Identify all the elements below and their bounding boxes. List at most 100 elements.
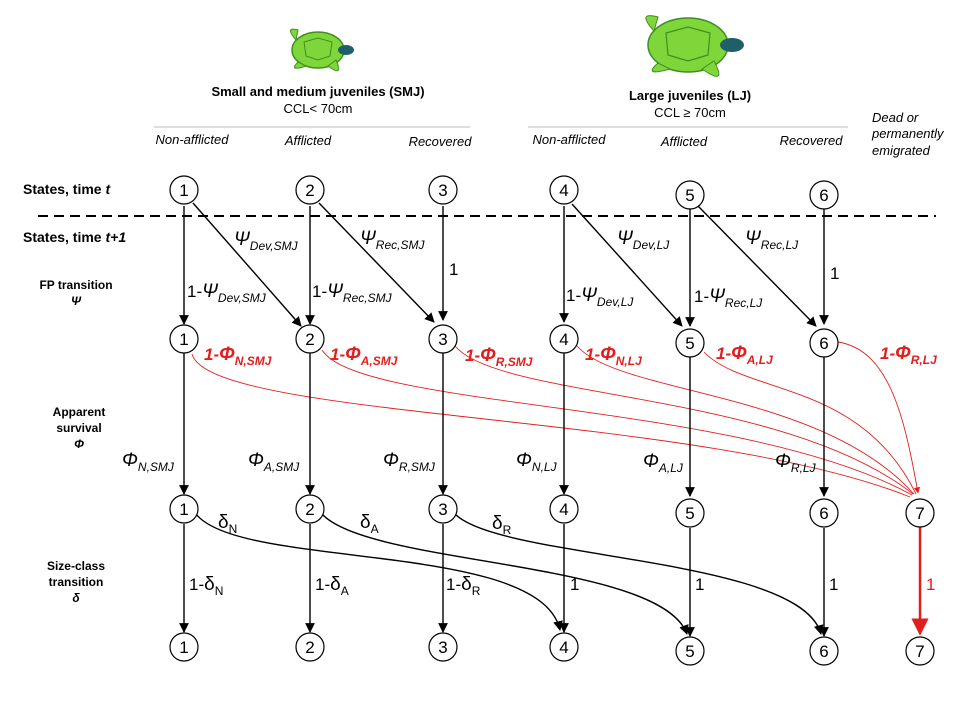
state-node-row1-4: 4 xyxy=(549,175,579,205)
group-title-smj: Small and medium juveniles (SMJ) xyxy=(211,84,424,99)
label-psi-dev-lj: ΨDev,LJ xyxy=(617,228,670,252)
state-node-circle xyxy=(809,636,839,666)
state-node-label: 4 xyxy=(559,330,568,349)
state-node-circle xyxy=(295,324,325,354)
state-node-circle xyxy=(549,175,579,205)
label-psi-rec-smj: ΨRec,SMJ xyxy=(360,228,425,252)
label-one-c4: 1 xyxy=(570,575,579,594)
label-one-c7: 1 xyxy=(926,575,935,594)
state-node-row3-2: 2 xyxy=(295,494,325,524)
label-one-c5: 1 xyxy=(695,575,704,594)
state-node-label: 3 xyxy=(438,500,447,519)
state-node-circle xyxy=(809,498,839,528)
row-label-size-2: transition xyxy=(49,575,104,589)
state-node-circle xyxy=(428,494,458,524)
state-node-label: 4 xyxy=(559,638,568,657)
state-node-circle xyxy=(295,175,325,205)
state-node-row1-3: 3 xyxy=(428,175,458,205)
state-node-circle xyxy=(905,498,935,528)
label-death-n-lj: 1-ΦN,LJ xyxy=(585,344,642,368)
label-one-c6: 1 xyxy=(830,264,839,283)
fp-arrow-4-5 xyxy=(571,203,683,327)
column-header-c7-line3: emigrated xyxy=(872,143,931,158)
state-node-row4-4: 4 xyxy=(549,632,579,662)
column-header-c3: Recovered xyxy=(409,134,473,149)
state-node-row2-1: 1 xyxy=(169,324,199,354)
state-node-label: 4 xyxy=(559,500,568,519)
turtle-icon-small xyxy=(290,28,354,72)
label-phi-a-smj: ΦA,SMJ xyxy=(248,450,300,474)
fp-arrow-5-6 xyxy=(697,205,817,327)
fp-transitions xyxy=(179,202,829,327)
death-curve-c2 xyxy=(321,349,913,496)
label-one-m-delta-n: 1-δN xyxy=(189,574,223,598)
label-phi-r-smj: ΦR,SMJ xyxy=(383,450,436,474)
state-node-label: 1 xyxy=(179,181,188,200)
state-node-circle xyxy=(809,180,839,210)
label-one-m-psi-rec-smj: 1-ΨRec,SMJ xyxy=(312,281,393,305)
death-curve-c6 xyxy=(837,341,921,494)
state-node-circle xyxy=(549,324,579,354)
state-node-label: 2 xyxy=(305,638,314,657)
group-subtitle-smj: CCL< 70cm xyxy=(284,101,353,116)
death-curve-c5 xyxy=(703,351,917,495)
state-node-row3-7: 7 xyxy=(905,498,935,528)
state-node-circle xyxy=(549,494,579,524)
death-curve-c4 xyxy=(576,345,915,495)
size-transitions xyxy=(179,513,829,637)
state-node-label: 2 xyxy=(305,500,314,519)
label-phi-a-lj: ΦA,LJ xyxy=(643,451,684,475)
state-node-row4-1: 1 xyxy=(169,632,199,662)
state-node-label: 7 xyxy=(915,642,924,661)
state-node-circle xyxy=(169,175,199,205)
column-header-c6: Recovered xyxy=(780,133,844,148)
label-death-r-lj: 1-ΦR,LJ xyxy=(880,343,937,367)
state-node-circle xyxy=(428,632,458,662)
size-curve-1-4 xyxy=(195,513,563,631)
state-node-row2-6: 6 xyxy=(809,328,839,358)
state-node-label: 7 xyxy=(915,504,924,523)
death-curve-c1 xyxy=(191,353,911,498)
state-node-row3-3: 3 xyxy=(428,494,458,524)
state-node-label: 4 xyxy=(559,181,568,200)
state-node-circle xyxy=(295,494,325,524)
label-psi-rec-lj: ΨRec,LJ xyxy=(745,228,799,252)
state-node-row3-6: 6 xyxy=(809,498,839,528)
fp-arrow-1-2 xyxy=(192,202,302,327)
state-node-circle xyxy=(169,632,199,662)
state-node-row1-6: 6 xyxy=(809,180,839,210)
row-label-fp: FP transition xyxy=(39,278,112,292)
label-delta-r: δR xyxy=(492,513,512,537)
label-death-a-lj: 1-ΦA,LJ xyxy=(716,343,773,367)
row-label-states-t: States, time t xyxy=(23,181,111,197)
state-node-circle xyxy=(169,494,199,524)
column-header-c1: Non-afflicted xyxy=(156,132,230,147)
label-death-n-smj: 1-ΦN,SMJ xyxy=(204,344,272,368)
column-header-c2: Afflicted xyxy=(284,133,332,148)
label-death-r-smj: 1-ΦR,SMJ xyxy=(465,345,533,369)
row-label-survival-1: Apparent xyxy=(53,405,106,419)
label-one-c3: 1 xyxy=(449,260,458,279)
state-node-row2-2: 2 xyxy=(295,324,325,354)
state-node-label: 1 xyxy=(179,500,188,519)
row-label-survival-symbol: Φ xyxy=(74,437,84,451)
state-node-label: 6 xyxy=(819,186,828,205)
label-one-m-psi-dev-lj: 1-ΨDev,LJ xyxy=(566,285,634,309)
death-curve-c3 xyxy=(454,345,914,495)
row-label-size-symbol: δ xyxy=(72,591,80,605)
state-node-label: 2 xyxy=(305,181,314,200)
state-node-label: 5 xyxy=(685,334,694,353)
label-delta-n: δN xyxy=(218,512,237,536)
label-one-m-psi-dev-smj: 1-ΨDev,SMJ xyxy=(187,281,267,305)
size-curve-3-6 xyxy=(454,513,824,635)
label-delta-a: δA xyxy=(360,512,379,536)
state-node-circle xyxy=(428,324,458,354)
column-header-c4: Non-afflicted xyxy=(533,132,607,147)
survival-transitions xyxy=(179,352,829,497)
state-node-circle xyxy=(169,324,199,354)
state-node-circle xyxy=(905,636,935,666)
state-node-row4-7: 7 xyxy=(905,636,935,666)
state-node-label: 1 xyxy=(179,330,188,349)
state-node-label: 2 xyxy=(305,330,314,349)
